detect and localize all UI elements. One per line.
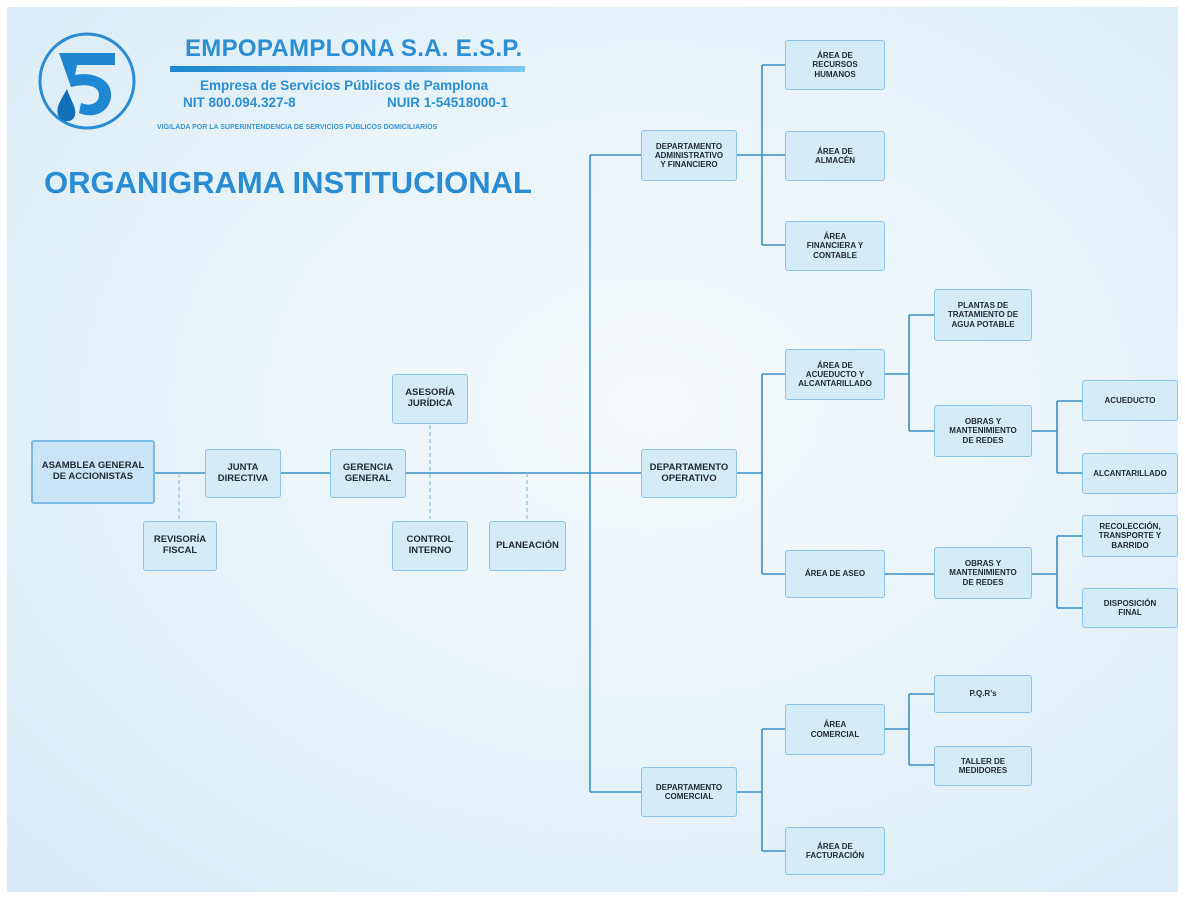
connector-lines bbox=[155, 64, 1082, 852]
node-obras-redes-2: OBRAS Y MANTENIMIENTO DE REDES bbox=[934, 547, 1032, 599]
company-nuir: NUIR 1-54518000-1 bbox=[387, 95, 508, 110]
company-name: EMPOPAMPLONA S.A. E.S.P. bbox=[185, 35, 523, 62]
company-subtitle: Empresa de Servicios Públicos de Pamplon… bbox=[200, 78, 489, 93]
node-asamblea: ASAMBLEA GENERAL DE ACCIONISTAS bbox=[31, 440, 155, 504]
node-financiera: ÁREA FINANCIERA Y CONTABLE bbox=[785, 221, 885, 271]
node-almacen: ÁREA DE ALMACÉN bbox=[785, 131, 885, 181]
node-dep-operativo: DEPARTAMENTO OPERATIVO bbox=[641, 449, 737, 498]
node-pqr: P.Q.R's bbox=[934, 675, 1032, 713]
node-facturacion: ÁREA DE FACTURACIÓN bbox=[785, 827, 885, 875]
node-dep-comercial: DEPARTAMENTO COMERCIAL bbox=[641, 767, 737, 817]
node-control: CONTROL INTERNO bbox=[392, 521, 468, 571]
node-asesoria: ASESORÍA JURÍDICA bbox=[392, 374, 468, 424]
node-acueducto-alcantarillado: ÁREA DE ACUEDUCTO Y ALCANTARILLADO bbox=[785, 349, 885, 400]
node-planeacion: PLANEACIÓN bbox=[489, 521, 566, 571]
node-aseo: ÁREA DE ASEO bbox=[785, 550, 885, 598]
node-revisoria: REVISORÍA FISCAL bbox=[143, 521, 217, 571]
regulator-notice: VIGILADA POR LA SUPERINTENDENCIA DE SERV… bbox=[157, 124, 438, 131]
node-alcantarillado: ALCANTARILLADO bbox=[1082, 453, 1178, 494]
node-recursos-humanos: ÁREA DE RECURSOS HUMANOS bbox=[785, 40, 885, 90]
node-taller-medidores: TALLER DE MEDIDORES bbox=[934, 746, 1032, 786]
node-junta: JUNTA DIRECTIVA bbox=[205, 449, 281, 498]
node-acueducto: ACUEDUCTO bbox=[1082, 380, 1178, 421]
page-title: ORGANIGRAMA INSTITUCIONAL bbox=[44, 165, 532, 200]
brand-bar bbox=[170, 66, 525, 72]
node-area-comercial: ÁREA COMERCIAL bbox=[785, 704, 885, 755]
node-disposicion: DISPOSICIÓN FINAL bbox=[1082, 588, 1178, 628]
node-recoleccion: RECOLECCIÓN, TRANSPORTE Y BARRIDO bbox=[1082, 515, 1178, 557]
org-chart-canvas: EMPOPAMPLONA S.A. E.S.P. Empresa de Serv… bbox=[7, 7, 1178, 892]
node-plantas: PLANTAS DE TRATAMIENTO DE AGUA POTABLE bbox=[934, 289, 1032, 341]
node-gerencia: GERENCIA GENERAL bbox=[330, 449, 406, 498]
node-obras-redes-1: OBRAS Y MANTENIMIENTO DE REDES bbox=[934, 405, 1032, 457]
company-nit: NIT 800.094.327-8 bbox=[183, 95, 296, 110]
node-dep-admin: DEPARTAMENTO ADMINISTRATIVO Y FINANCIERO bbox=[641, 130, 737, 181]
empopamplona-logo-icon bbox=[38, 32, 136, 130]
